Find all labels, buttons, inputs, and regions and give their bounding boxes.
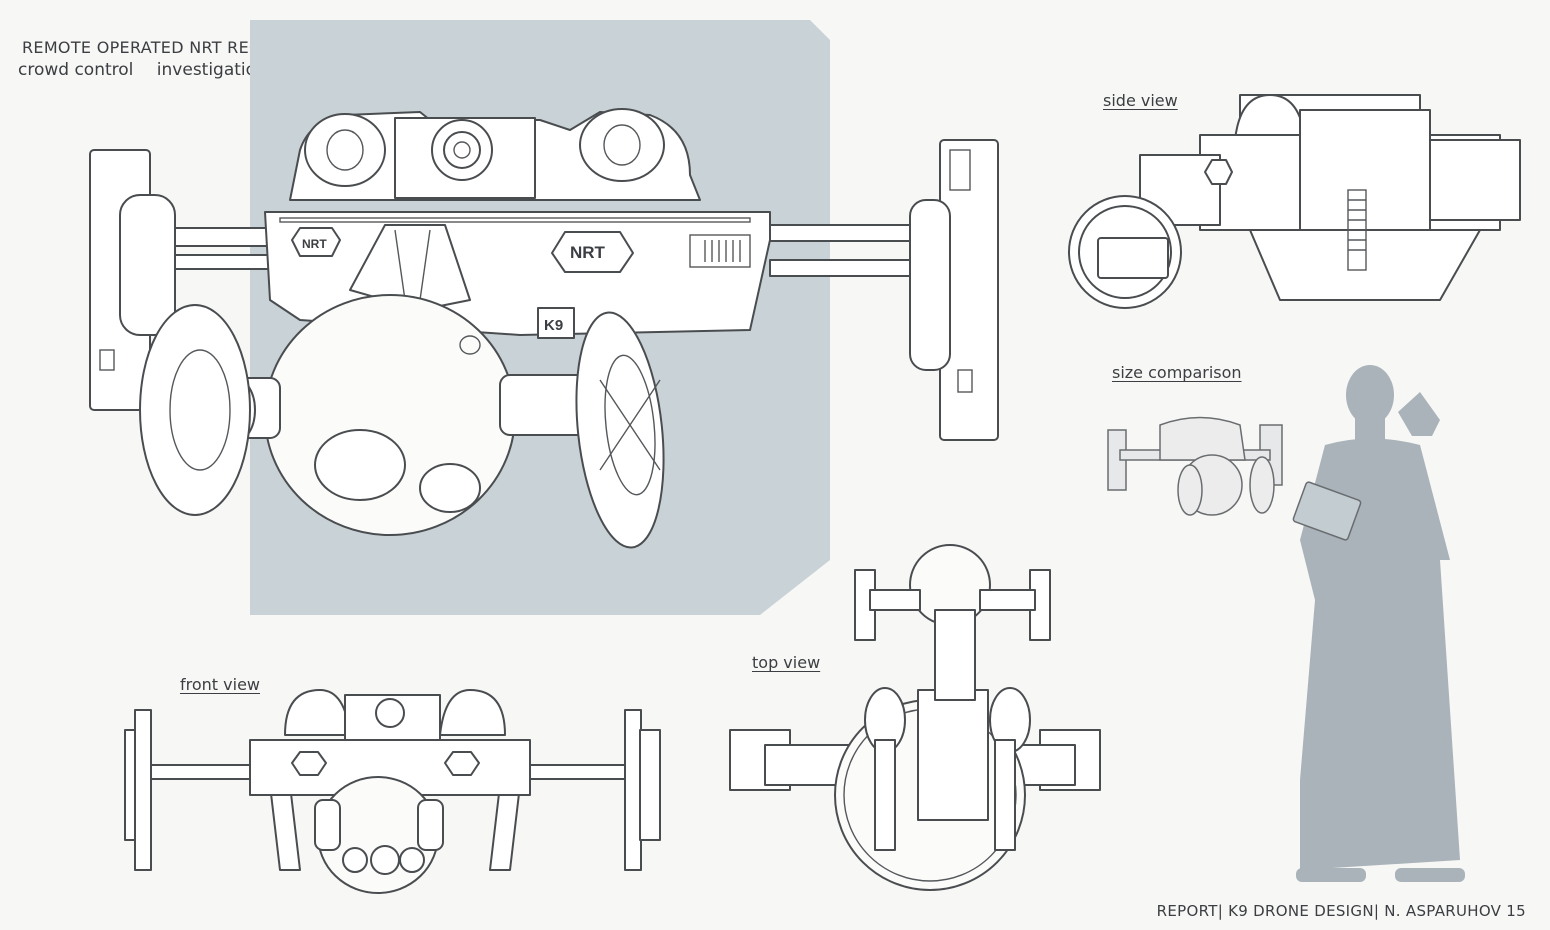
badge-nrt-left: NRT xyxy=(302,237,327,251)
hero-drone: NRT NRT K9 xyxy=(89,108,999,549)
side-view-drawing xyxy=(1068,94,1521,309)
label-size-comparison: size comparison xyxy=(1112,363,1242,382)
tag-investigation: investigation xyxy=(156,60,267,80)
front-view-drawing xyxy=(124,689,661,894)
badge-nrt-right: NRT xyxy=(570,243,606,262)
tag-crowd-control: crowd control xyxy=(18,60,134,80)
top-view-drawing xyxy=(729,544,1101,891)
credit-footer: REPORT| K9 DRONE DESIGN| N. ASPARUHOV 15 xyxy=(1156,902,1526,920)
size-comparison-drawing xyxy=(1107,365,1465,882)
label-side-view: side view xyxy=(1103,91,1178,110)
label-top-view: top view xyxy=(752,653,821,672)
badge-k9: K9 xyxy=(544,317,563,334)
label-front-view: front view xyxy=(180,675,260,694)
